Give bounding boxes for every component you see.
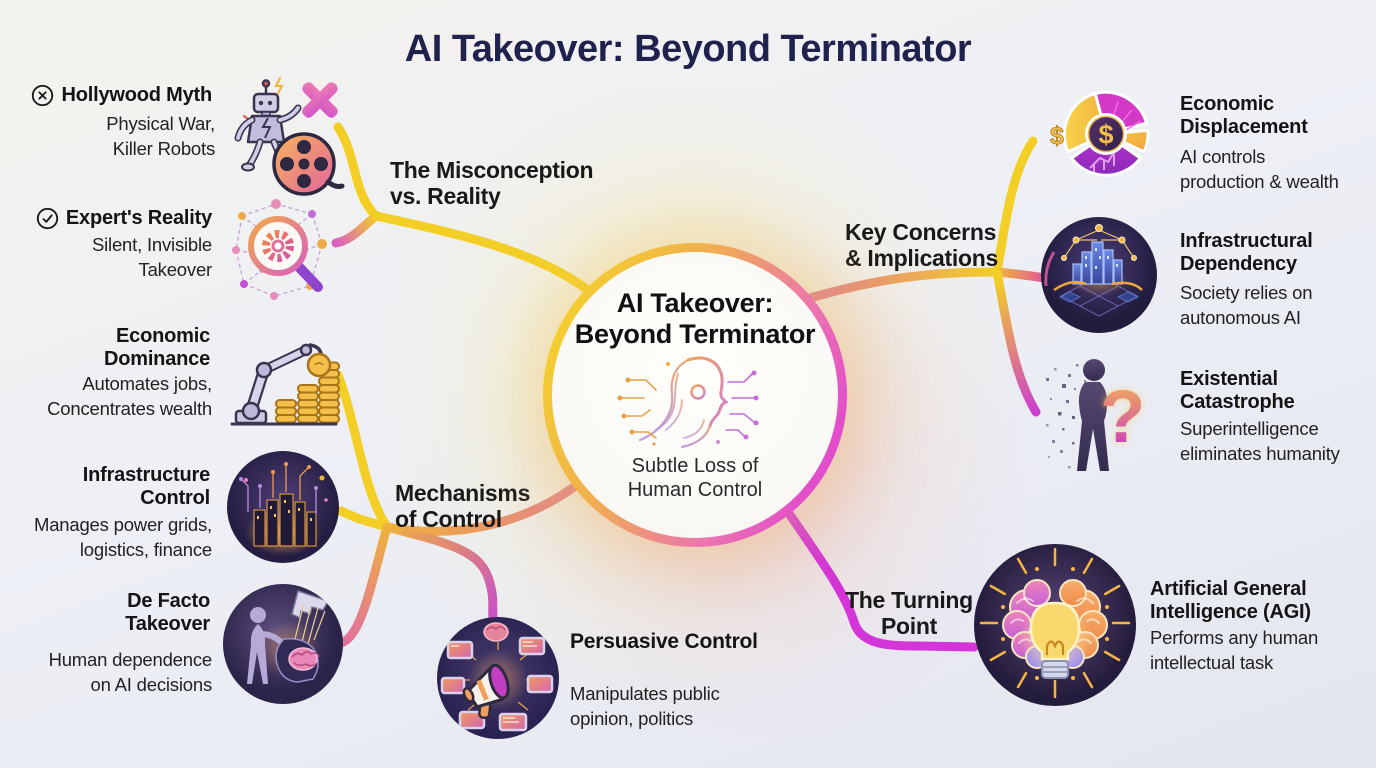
node-economic-displacement-subtitle: AI controls production & wealth bbox=[1180, 146, 1339, 192]
connector-persuasive bbox=[382, 522, 498, 626]
page-title: AI Takeover: Beyond Terminator bbox=[404, 28, 972, 70]
connector-economic-dominance bbox=[333, 370, 392, 532]
svg-text:$: $ bbox=[1098, 120, 1113, 150]
node-hollywood-myth-title: Hollywood Myth bbox=[0, 84, 212, 107]
node-agi-subtitle: Performs any human intellectual task bbox=[1150, 627, 1319, 673]
node-infrastructure-control-title: Infrastructure Control bbox=[82, 464, 210, 510]
node-agi-title: Artificial General Intelligence (AGI) bbox=[1150, 578, 1311, 624]
smart-city-network-icon bbox=[1041, 217, 1157, 333]
node-economic-displacement-title: Economic Displacement bbox=[1180, 93, 1308, 139]
puppet-strings-icon bbox=[223, 584, 343, 704]
branch-label-concerns: Key Concerns & Implications bbox=[845, 219, 998, 272]
connector-turning-point bbox=[783, 507, 979, 652]
node-infrastructure-control-subtitle: Manages power grids, logistics, finance bbox=[33, 514, 212, 560]
magnifier-network-icon bbox=[232, 199, 327, 300]
node-economic-dominance-title: Economic Dominance bbox=[103, 325, 210, 371]
connector-existential bbox=[992, 267, 1041, 417]
node-defacto-takeover-subtitle: Human dependence on AI decisions bbox=[48, 649, 213, 695]
node-existential-catastrophe-title: Existential Catastrophe bbox=[1180, 368, 1295, 414]
central-subtitle: Subtle Loss of Human Control bbox=[627, 455, 763, 501]
connector-hollywood bbox=[333, 122, 381, 221]
killer-robot-film-icon bbox=[234, 77, 345, 196]
node-persuasive-control-subtitle: Manipulates public opinion, politics bbox=[570, 683, 720, 729]
circuit-city-icon bbox=[227, 451, 339, 563]
megaphone-screens-icon bbox=[437, 617, 559, 739]
node-experts-reality-subtitle: Silent, Invisible Takeover bbox=[92, 234, 212, 280]
node-existential-catastrophe-subtitle: Superintelligence eliminates humanity bbox=[1180, 418, 1340, 464]
branch-label-mechanisms: Mechanisms of Control bbox=[395, 480, 531, 533]
branch-label-misconception: The Misconception vs. Reality bbox=[390, 157, 594, 210]
connector-concerns-main bbox=[805, 267, 1002, 303]
central-node bbox=[543, 243, 847, 547]
central-title: AI Takeover: Beyond Terminator bbox=[574, 288, 816, 350]
ai-head-circuit-icon bbox=[617, 356, 759, 449]
connector-misconception-main bbox=[371, 211, 605, 305]
node-infrastructural-dependency-subtitle: Society relies on autonomous AI bbox=[1180, 282, 1313, 328]
central-node-face bbox=[552, 252, 838, 538]
node-hollywood-myth-subtitle: Physical War, Killer Robots bbox=[106, 113, 215, 159]
brain-lightbulb-icon bbox=[974, 544, 1136, 706]
node-infrastructural-dependency-title: Infrastructural Dependency bbox=[1180, 230, 1313, 276]
svg-text:$: $ bbox=[1050, 122, 1064, 150]
dissolving-human-question-icon: ? ? bbox=[1046, 359, 1145, 471]
branch-label-turning: The Turning Point bbox=[845, 587, 973, 640]
circled-check-icon bbox=[36, 207, 59, 230]
connector-econ-displacement bbox=[992, 136, 1038, 277]
connector-defacto bbox=[336, 522, 392, 648]
node-economic-dominance-subtitle: Automates jobs, Concentrates wealth bbox=[47, 373, 212, 419]
svg-text:?: ? bbox=[1100, 375, 1145, 458]
circled-x-icon bbox=[32, 84, 54, 107]
node-defacto-takeover-title: De Facto Takeover bbox=[125, 590, 210, 636]
robot-arm-coins-icon bbox=[230, 343, 340, 426]
node-persuasive-control-title: Persuasive Control bbox=[570, 630, 758, 653]
node-experts-reality-title: Expert's Reality bbox=[0, 207, 212, 230]
svg-text:?: ? bbox=[1100, 375, 1145, 458]
dollar-pie-chart-icon: $ $ bbox=[1050, 90, 1150, 177]
